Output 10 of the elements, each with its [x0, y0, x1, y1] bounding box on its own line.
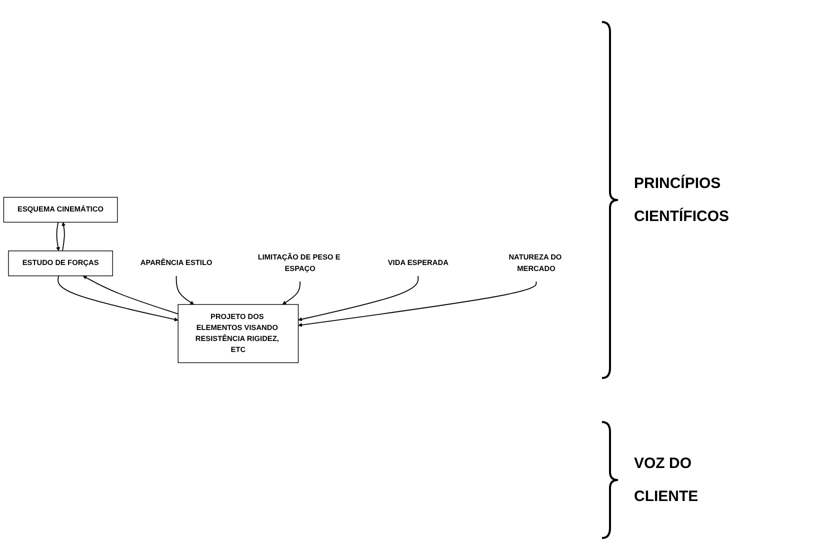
arrow — [282, 280, 301, 305]
arrow — [62, 222, 66, 252]
arrow — [82, 276, 179, 314]
arrow — [298, 275, 419, 322]
arrow — [176, 275, 194, 305]
arrow — [56, 222, 60, 252]
bracket-label: VOZ DO CLIENTE — [634, 454, 700, 507]
bracket-label: PRINCÍPIOS CIENTÍFICOS — [634, 174, 730, 227]
arrow — [298, 280, 537, 327]
arrow — [58, 275, 178, 322]
